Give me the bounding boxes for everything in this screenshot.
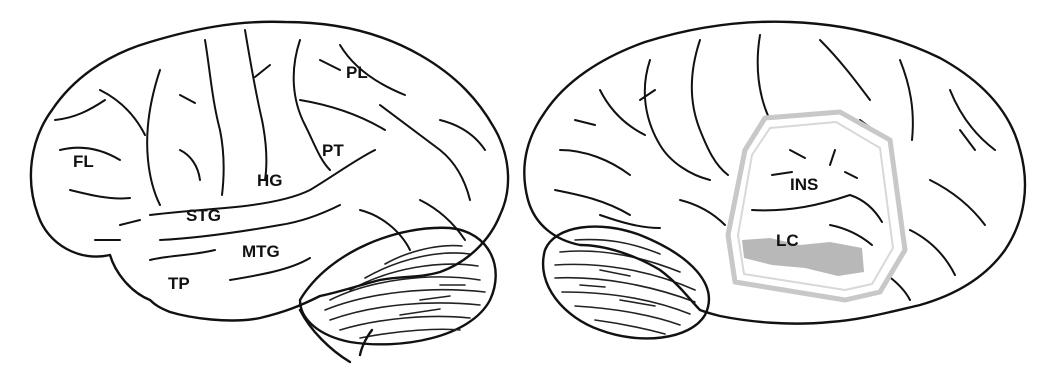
right-cerebellum [543,227,709,339]
label-ins: INS [790,175,818,194]
label-stg: STG [186,206,221,225]
label-lc: LC [776,231,799,250]
right-hemisphere [524,22,1025,339]
label-tp: TP [168,274,190,293]
label-mtg: MTG [242,242,280,261]
label-fl: FL [73,152,94,171]
left-cerebellum [300,228,496,345]
insula-window [728,112,905,300]
left-central-sulcus [245,30,266,180]
label-pl: PL [346,63,368,82]
left-hemisphere [31,22,508,362]
label-pt: PT [322,141,344,160]
label-hg: HG [257,171,283,190]
